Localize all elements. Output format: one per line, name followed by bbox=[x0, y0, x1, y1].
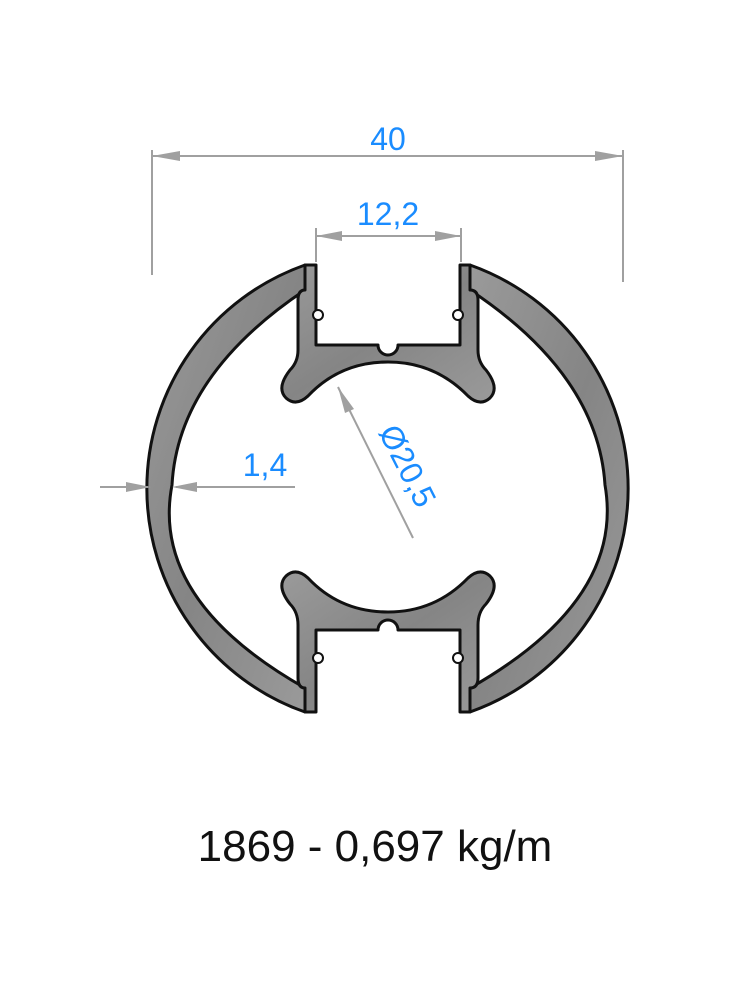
dimension-slot-width: 12,2 bbox=[315, 196, 462, 262]
slot-width-label: 12,2 bbox=[357, 196, 419, 232]
profile-top-core bbox=[280, 263, 496, 404]
profile-bottom-core bbox=[280, 570, 496, 714]
inner-diameter-label: Ø20,5 bbox=[372, 419, 444, 513]
overall-width-label: 40 bbox=[370, 121, 406, 157]
profile-right-arc bbox=[468, 263, 630, 714]
dimension-wall-thickness: 1,4 bbox=[100, 447, 295, 492]
dimension-overall-width: 40 bbox=[151, 121, 624, 282]
profile-caption: 1869 - 0,697 kg/m bbox=[197, 822, 553, 871]
wall-thickness-label: 1,4 bbox=[243, 447, 287, 483]
profile-left-arc bbox=[145, 263, 307, 714]
dimension-inner-diameter: Ø20,5 bbox=[337, 386, 444, 539]
